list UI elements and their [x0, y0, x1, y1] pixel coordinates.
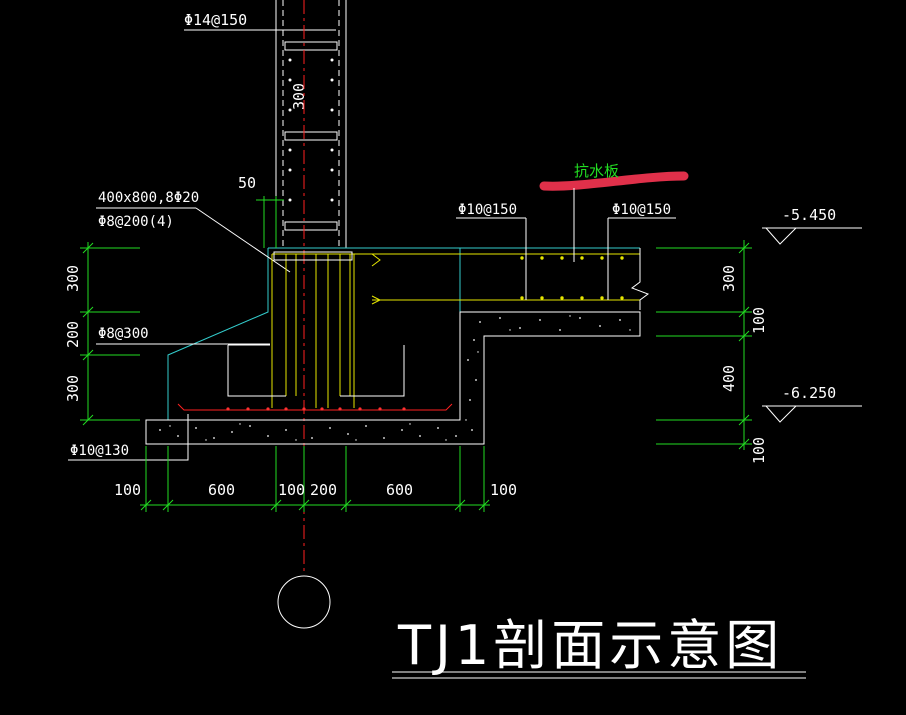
elevation-bottom-label: -6.250 — [782, 384, 836, 402]
break-mark — [630, 248, 650, 310]
left-dim-3: 300 — [64, 375, 82, 402]
bottom-dim-4: 200 — [310, 481, 337, 499]
bottom-dim-6: 100 — [490, 481, 517, 499]
right-dim-3: 400 — [720, 365, 738, 392]
bottom-dim-1: 100 — [114, 481, 141, 499]
footing-bottom-rebar — [177, 403, 453, 411]
bottom-dim-2: 600 — [208, 481, 235, 499]
concrete-cushion — [145, 311, 641, 445]
axis-bubble — [277, 575, 331, 629]
highlight-stroke — [539, 171, 689, 191]
slab-rebar-dots — [520, 256, 624, 300]
elevation-top-label: -5.450 — [782, 206, 836, 224]
slab-rebar-right-label: Φ10@150 — [612, 202, 671, 218]
offset-50-label: 50 — [238, 174, 256, 192]
right-dimensions — [656, 240, 752, 450]
footing-stirrups — [227, 251, 405, 397]
left-dimensions — [80, 242, 140, 426]
column-upper — [275, 0, 347, 248]
left-dim-2: 200 — [64, 321, 82, 348]
beam-spec-label: 400x800,8Φ20 — [98, 190, 199, 206]
bottom-dim-3: 100 — [278, 481, 305, 499]
elevation-marker-bottom — [762, 405, 862, 423]
column-top-rebar-label: Φ14@150 — [184, 11, 247, 29]
column-width-label: 300 — [290, 83, 308, 110]
slab-rebar-left-label: Φ10@150 — [458, 202, 517, 218]
right-dim-4: 100 — [750, 437, 768, 464]
stirrup-300-label: Φ8@300 — [98, 326, 149, 342]
right-dim-2: 100 — [750, 307, 768, 334]
bottom-dim-5: 600 — [386, 481, 413, 499]
right-dim-1: 300 — [720, 265, 738, 292]
beam-rebar — [271, 253, 640, 408]
bottom-dimensions — [140, 446, 490, 512]
slab-name-label: 抗水板 — [574, 162, 619, 180]
base-rebar-label: Φ10@130 — [70, 443, 129, 459]
elevation-marker-top — [762, 227, 862, 245]
left-dim-1: 300 — [64, 265, 82, 292]
drawing-title: TJ1剖面示意图 — [397, 614, 783, 677]
beam-stirrup-label: Φ8@200(4) — [98, 214, 174, 230]
